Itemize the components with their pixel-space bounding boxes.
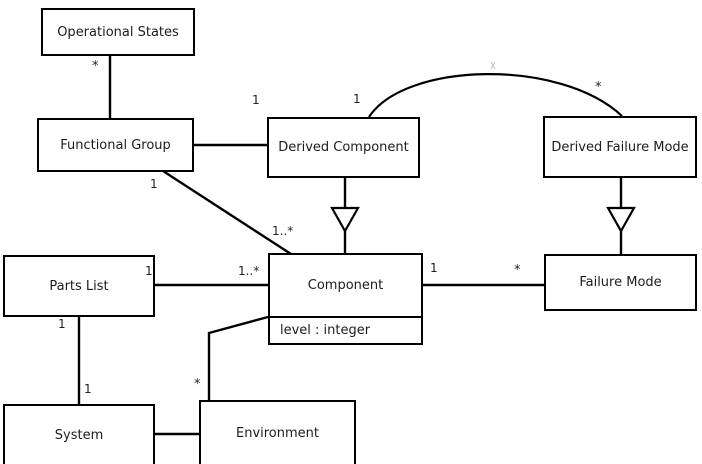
multiplicity-functional-group-component-source: 1 (150, 177, 158, 191)
multiplicity-operational-states-functional-group: * (92, 59, 99, 74)
class-box-environment[interactable]: Environment (199, 400, 356, 464)
arc-apex-tick-icon (490, 61, 496, 70)
class-name-parts-list: Parts List (49, 278, 109, 294)
class-box-component[interactable]: Component level : integer (268, 253, 423, 345)
class-box-functional-group[interactable]: Functional Group (37, 118, 194, 172)
multiplicity-functional-group-component-target: 1..* (272, 224, 294, 238)
edge-functional-group-component (162, 169, 292, 256)
multiplicity-parts-list-system-target: 1 (84, 382, 92, 396)
class-attribute-component-level: level : integer (270, 316, 421, 343)
multiplicity-environment-component: * (194, 377, 201, 392)
edge-derived-component-derived-failure-mode (368, 73, 623, 118)
class-name-component: Component (307, 278, 384, 293)
class-name-operational-states: Operational States (57, 24, 179, 40)
class-name-failure-mode: Failure Mode (579, 275, 662, 290)
class-box-operational-states[interactable]: Operational States (41, 8, 195, 56)
class-box-system[interactable]: System (3, 404, 155, 464)
class-name-derived-failure-mode: Derived Failure Mode (551, 139, 689, 155)
class-name-derived-component: Derived Component (278, 140, 409, 155)
multiplicity-parts-list-system-source: 1 (58, 317, 66, 331)
class-box-derived-component[interactable]: Derived Component (267, 117, 420, 178)
multiplicity-functional-group-derived-component: 1 (252, 93, 260, 107)
multiplicity-derived-component-arc-source: 1 (353, 92, 361, 106)
multiplicity-parts-list-component-target: 1..* (238, 264, 260, 278)
multiplicity-component-failure-mode-source: 1 (430, 261, 438, 275)
class-name-functional-group: Functional Group (60, 137, 171, 153)
multiplicity-component-failure-mode-target: * (514, 263, 521, 278)
class-box-parts-list[interactable]: Parts List (3, 255, 155, 317)
generalization-triangle-icon-failure-mode (606, 206, 636, 234)
edge-environment-component (207, 315, 269, 400)
multiplicity-parts-list-component-source: 1 (145, 264, 153, 278)
multiplicity-derived-failure-mode-arc-target: * (595, 80, 602, 95)
class-box-failure-mode[interactable]: Failure Mode (544, 254, 697, 311)
class-name-environment: Environment (235, 425, 319, 441)
generalization-triangle-icon-component (330, 206, 360, 234)
class-box-derived-failure-mode[interactable]: Derived Failure Mode (543, 116, 697, 178)
class-name-system: System (54, 427, 104, 443)
